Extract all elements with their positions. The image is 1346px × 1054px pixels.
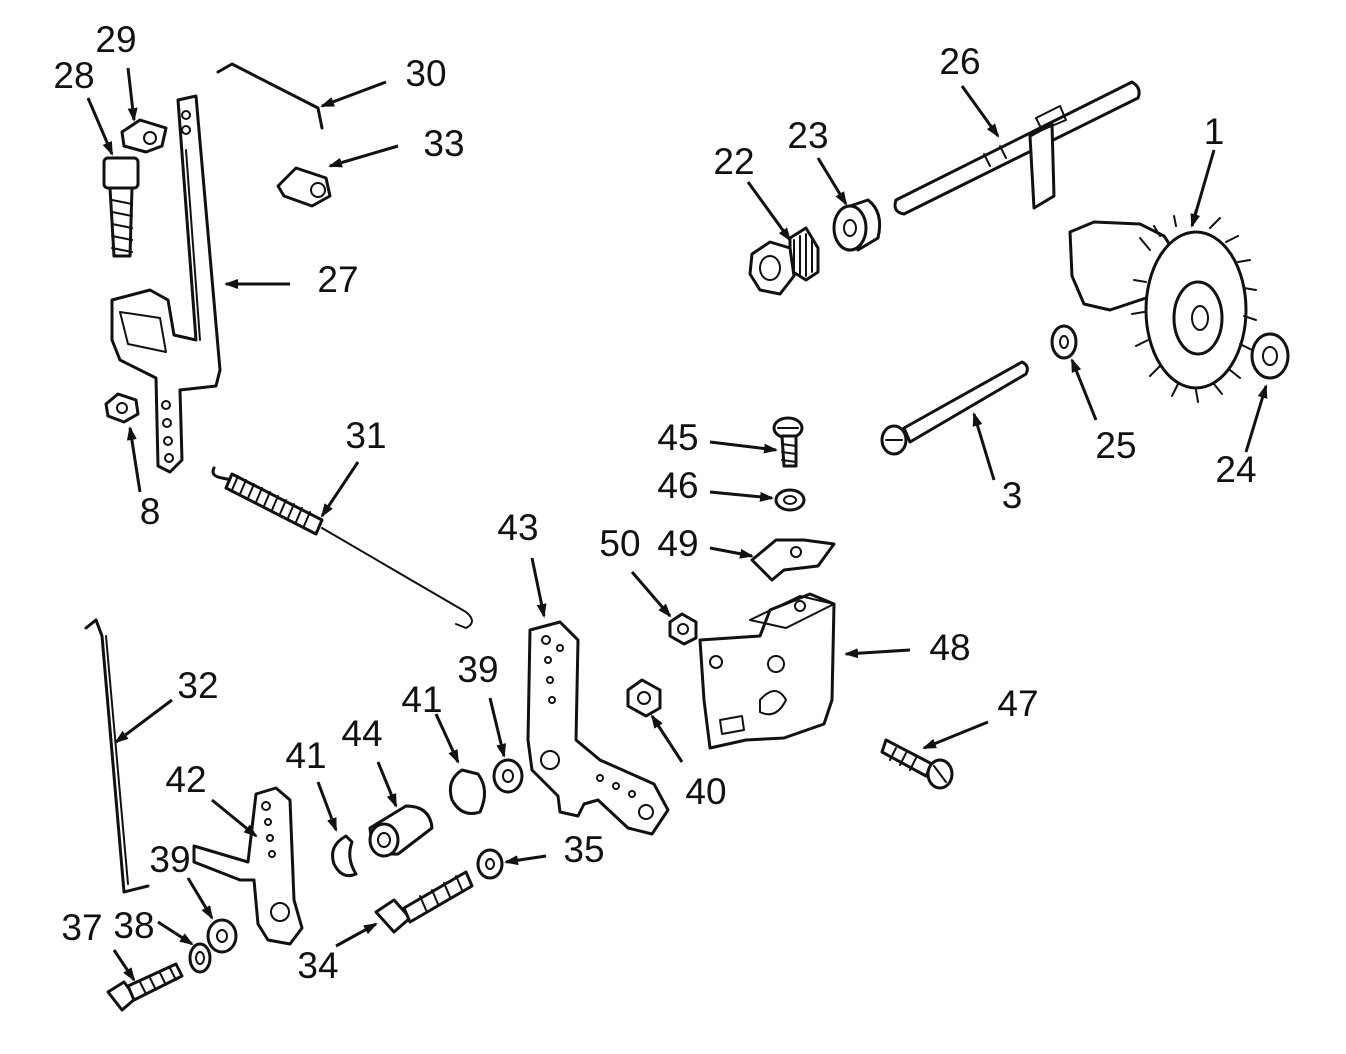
callout-43: 43 [497,507,538,548]
callout-29: 29 [95,19,136,60]
callout-38: 38 [113,905,154,946]
bushing-44 [368,804,434,858]
callout-39-upper: 39 [457,649,498,690]
rod-32 [84,618,150,894]
callout-45: 45 [657,417,698,458]
callout-32: 32 [177,665,218,706]
governor-gear-1 [1068,209,1257,403]
callout-33: 33 [423,123,464,164]
shaft-26 [893,80,1141,216]
callout-39-lower: 39 [149,839,190,880]
bolt-28 [102,156,140,258]
callout-3: 3 [1002,475,1023,516]
leader-arrows [86,67,1268,982]
callout-41-left: 41 [285,735,326,776]
governor-lever-27 [110,94,222,474]
callout-35: 35 [563,829,604,870]
lever-42 [192,786,304,946]
bushing-23 [832,198,882,252]
callout-26: 26 [939,41,980,82]
callout-47: 47 [997,683,1038,724]
washer-39-lower [206,918,238,954]
clip-29 [120,118,168,154]
callout-31: 31 [345,415,386,456]
callout-30: 30 [405,53,446,94]
callout-40: 40 [685,771,726,812]
callout-8: 8 [140,491,161,532]
screw-47 [880,738,954,790]
bolt-34 [374,870,474,934]
callout-labels: 1 3 8 22 23 24 25 26 27 28 29 30 31 32 3… [53,19,1256,986]
callout-28: 28 [53,55,94,96]
plug-22 [748,226,820,296]
washer-35 [476,848,504,880]
callout-41-right: 41 [401,679,442,720]
callout-24: 24 [1215,449,1256,490]
callout-27: 27 [317,259,358,300]
nut-8 [104,392,140,424]
lock-washer-46 [774,488,806,512]
nut-40 [626,678,662,718]
bolt-37 [106,962,184,1012]
screw-45 [772,416,804,468]
lever-plate-43 [526,620,670,836]
washer-39-upper [492,758,524,794]
pin-3 [880,360,1029,456]
callout-44: 44 [341,713,382,754]
washer-25 [1050,324,1078,360]
clamp-49 [750,538,836,582]
callout-46: 46 [657,465,698,506]
callout-1: 1 [1204,111,1225,152]
callout-37: 37 [61,907,102,948]
callout-25: 25 [1095,425,1136,466]
spring-31 [211,466,473,629]
lock-washer-38 [188,942,212,974]
washer-24 [1250,332,1290,380]
retaining-ring-41-left [331,834,358,878]
callout-22: 22 [713,141,754,182]
callout-48: 48 [929,627,970,668]
retaining-ring-41-right [448,768,486,815]
swivel-33 [276,166,332,208]
nut-50 [668,612,698,646]
callout-49: 49 [657,523,698,564]
link-wire-30 [216,62,324,130]
callout-42: 42 [165,759,206,800]
bracket-48 [698,592,836,750]
callout-23: 23 [787,115,828,156]
callout-34: 34 [297,945,338,986]
callout-50: 50 [599,523,640,564]
